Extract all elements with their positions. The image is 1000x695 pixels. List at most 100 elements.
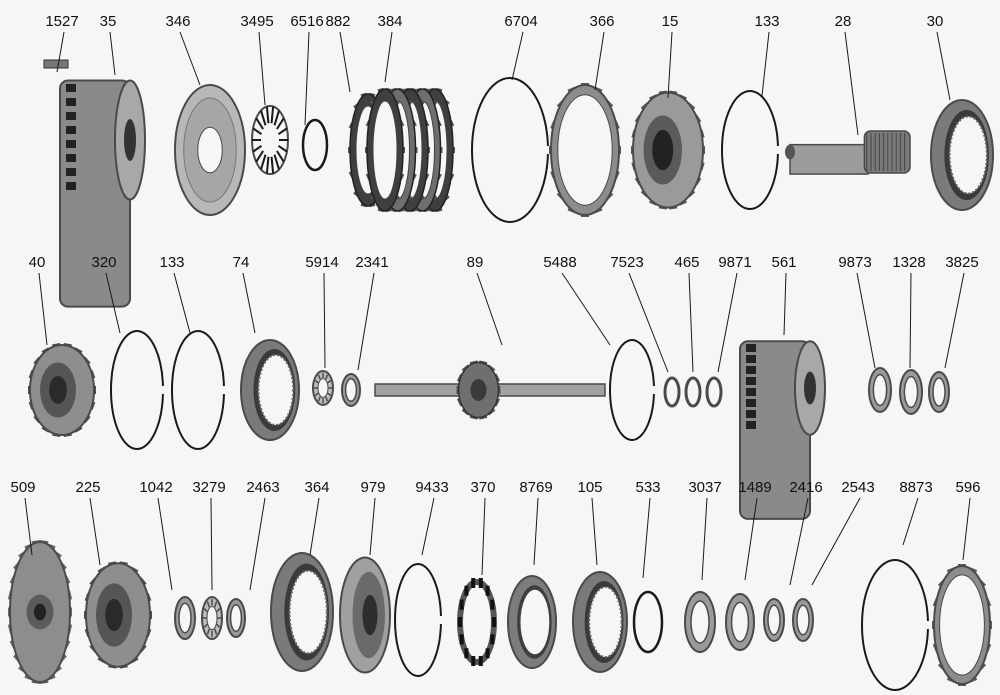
part-9433-r3-8-leader-line [421, 497, 435, 556]
part-509-r3-1-leader-line [24, 497, 33, 556]
part-1489-r3-14 [725, 593, 755, 651]
part-2341-r2-6-leader-line [357, 272, 375, 371]
part-596-r3-18-leader-line [962, 497, 971, 561]
part-133-r1-11 [721, 90, 780, 210]
part-6516-r1-5 [301, 118, 329, 172]
part-9433-r3-8 [394, 563, 443, 677]
part-384-r1-7-label: 384 [377, 13, 403, 30]
part-320-r2-2-leader-line [105, 272, 121, 334]
part-35-r1-2-leader-line [109, 31, 116, 76]
part-40-r2-1 [28, 343, 96, 437]
part-364-r3-6 [270, 552, 334, 672]
part-2543-r3-16 [792, 598, 814, 642]
part-6704-r1-8-label: 6704 [504, 13, 538, 30]
part-366-r1-9 [549, 83, 621, 217]
part-225-r3-2 [84, 561, 152, 669]
part-9871-r2-11-label: 9871 [718, 254, 752, 271]
part-6704-r1-8 [471, 77, 550, 223]
part-105-r3-11-leader-line [591, 497, 598, 566]
part-5914-r2-5-label: 5914 [305, 254, 339, 271]
part-596-r3-18 [932, 564, 992, 686]
part-1042-r3-3-leader-line [157, 497, 173, 591]
part-5488-r2-8-leader-line [561, 272, 611, 346]
part-509-r3-1 [7, 539, 73, 685]
part-3495-r1-4-label: 3495 [240, 13, 274, 30]
part-9873-r2-13 [868, 367, 892, 413]
part-8769-r3-10-leader-line [533, 497, 539, 566]
part-1328-r2-14-label: 1328 [892, 254, 926, 271]
part-8873-r3-17-label: 8873 [899, 479, 933, 496]
part-2416-r3-15-leader-line [789, 497, 809, 586]
part-346-r1-3-label: 346 [165, 13, 191, 30]
part-979-r3-7-label: 979 [360, 479, 386, 496]
part-28-r1-12-label: 28 [834, 13, 852, 30]
part-1489-r3-14-label: 1489 [738, 479, 772, 496]
part-6516-r1-5-label: 6516 [290, 13, 324, 30]
part-370-r3-9-leader-line [481, 497, 486, 576]
part-465-r2-10 [684, 376, 702, 408]
part-979-r3-7 [339, 556, 391, 674]
part-9873-r2-13-leader-line [856, 272, 876, 369]
part-2543-r3-16-label: 2543 [841, 479, 875, 496]
part-8769-r3-10 [507, 575, 557, 669]
part-533-r3-12 [632, 590, 664, 654]
part-3825-r2-15-leader-line [944, 272, 965, 369]
part-346-r1-3-leader-line [179, 31, 201, 86]
part-133-r1-11-label: 133 [754, 13, 780, 30]
part-30-r1-13 [930, 99, 994, 211]
part-370-r3-9-label: 370 [470, 479, 496, 496]
part-1328-r2-14-leader-line [909, 272, 912, 369]
part-28-r1-12 [785, 130, 911, 175]
part-9871-r2-11-leader-line [717, 272, 738, 373]
part-74-r2-4-leader-line [242, 272, 256, 334]
part-3825-r2-15 [928, 371, 950, 413]
part-9871-r2-11 [705, 376, 723, 408]
part-366-r1-9-leader-line [594, 31, 605, 91]
part-320-r2-2 [110, 330, 165, 450]
part-3037-r3-13-leader-line [701, 497, 708, 581]
part-133-r2-3-leader-line [173, 272, 191, 334]
part-7523-r2-9-label: 7523 [610, 254, 644, 271]
part-561-r2-12 [739, 340, 826, 520]
part-35-r1-2-label: 35 [99, 13, 117, 30]
part-1042-r3-3 [174, 596, 196, 640]
part-8769-r3-10-label: 8769 [519, 479, 553, 496]
part-1328-r2-14 [899, 369, 923, 415]
part-40-r2-1-label: 40 [28, 254, 46, 271]
part-364-r3-6-leader-line [309, 497, 320, 556]
part-1489-r3-14-leader-line [744, 497, 758, 581]
part-74-r2-4 [240, 339, 300, 441]
part-320-r2-2-label: 320 [91, 254, 117, 271]
part-384-r1-7-leader-line [384, 31, 393, 83]
part-979-r3-7-leader-line [369, 497, 376, 556]
part-225-r3-2-label: 225 [75, 479, 101, 496]
part-384-r1-7 [365, 87, 455, 213]
part-561-r2-12-leader-line [783, 272, 787, 336]
part-133-r2-3-label: 133 [159, 254, 185, 271]
part-533-r3-12-leader-line [642, 497, 651, 579]
part-5488-r2-8-label: 5488 [543, 254, 577, 271]
part-2416-r3-15 [763, 598, 785, 642]
part-561-r2-12-label: 561 [771, 254, 797, 271]
part-105-r3-11 [572, 571, 628, 673]
part-3495-r1-4 [251, 105, 289, 175]
part-9873-r2-13-label: 9873 [838, 254, 872, 271]
part-465-r2-10-leader-line [688, 272, 694, 373]
part-8873-r3-17 [861, 559, 930, 691]
part-3495-r1-4-leader-line [258, 31, 266, 106]
part-465-r2-10-label: 465 [674, 254, 700, 271]
part-533-r3-12-label: 533 [635, 479, 661, 496]
part-2463-r3-5-label: 2463 [246, 479, 280, 496]
part-133-r1-11-leader-line [761, 31, 770, 97]
part-89-r2-7-leader-line [476, 272, 503, 346]
part-882-r1-6-label: 882 [325, 13, 351, 30]
part-6516-r1-5-leader-line [304, 31, 310, 126]
part-5914-r2-5 [312, 370, 334, 406]
part-5914-r2-5-leader-line [323, 272, 326, 369]
part-3825-r2-15-label: 3825 [945, 254, 979, 271]
part-15-r1-10-label: 15 [661, 13, 679, 30]
part-15-r1-10-leader-line [667, 31, 673, 99]
part-366-r1-9-label: 366 [589, 13, 615, 30]
part-225-r3-2-leader-line [89, 497, 101, 566]
